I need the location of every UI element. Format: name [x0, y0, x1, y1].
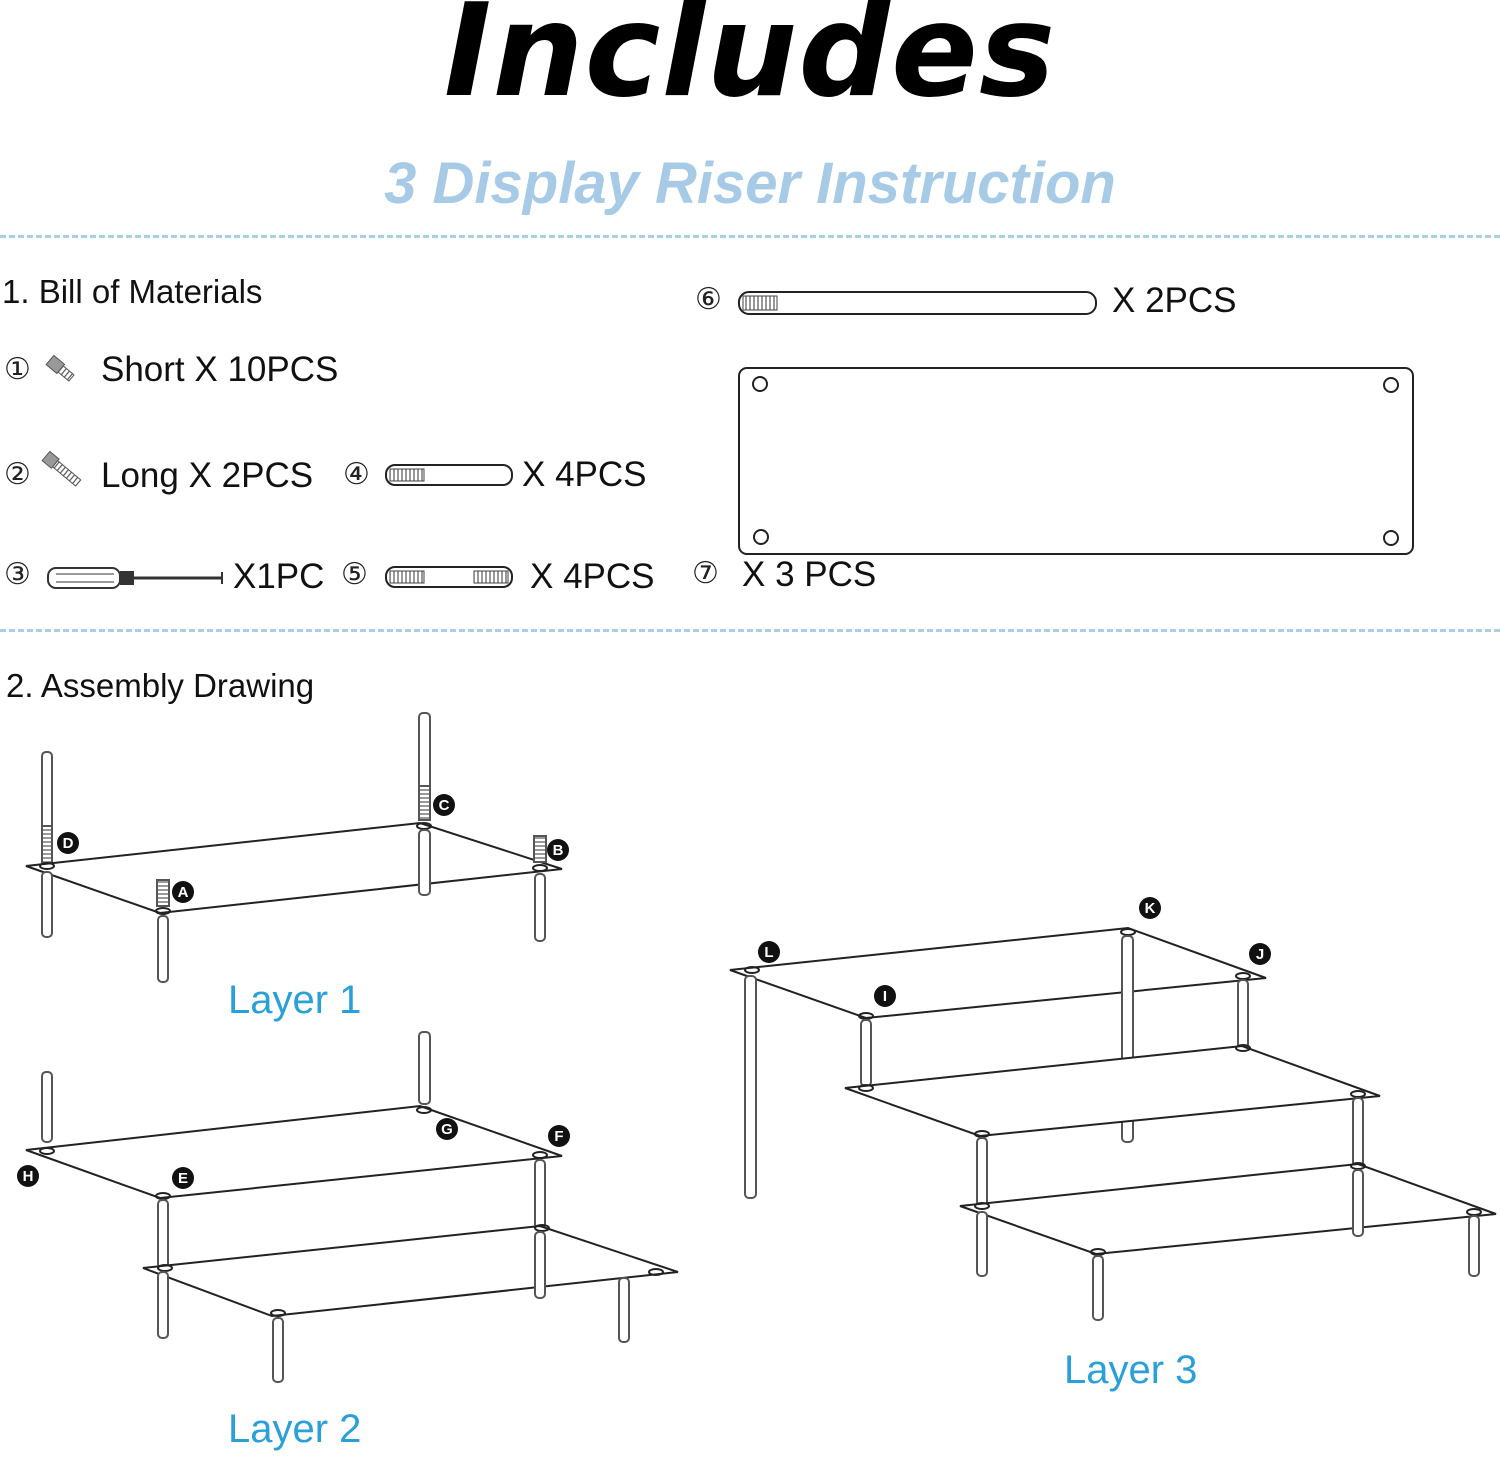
layer-1-label: Layer 1: [228, 978, 362, 1022]
standoff-double-thread-icon: [385, 566, 513, 588]
layer-2-drawing: [25, 1031, 679, 1383]
item-5-label: X 4PCS: [530, 557, 655, 596]
screwdriver-icon: [47, 567, 223, 589]
item-5-number: ⑤: [341, 557, 368, 592]
item-2-number: ②: [4, 457, 31, 492]
page-subtitle: 3 Display Riser Instruction: [384, 151, 1116, 216]
marker-badges: A B C D E F G H I J K L: [17, 794, 1271, 1189]
item-3-number: ③: [4, 557, 31, 592]
long-screw-icon: [41, 450, 82, 487]
svg-text:G: G: [441, 1121, 453, 1138]
svg-text:C: C: [439, 797, 450, 814]
layer-3-drawing: [729, 926, 1497, 1321]
page-title: Includes: [443, 0, 1057, 126]
marker-l: L: [758, 941, 780, 963]
divider-top: [0, 235, 1500, 238]
item-7-number: ⑦: [692, 556, 719, 591]
short-screw-icon: [45, 354, 75, 382]
long-rod-icon: [738, 291, 1097, 315]
svg-text:L: L: [764, 944, 773, 961]
bill-heading: 1. Bill of Materials: [2, 273, 263, 310]
item-7-label: X 3 PCS: [742, 555, 877, 594]
layer-1-drawing: [25, 712, 563, 983]
svg-text:F: F: [554, 1128, 563, 1145]
svg-text:H: H: [23, 1168, 34, 1185]
item-2-label: Long X 2PCS: [101, 456, 314, 495]
marker-f: F: [548, 1125, 570, 1147]
svg-text:I: I: [883, 988, 887, 1005]
layer-2-label: Layer 2: [228, 1407, 362, 1451]
item-6-number: ⑥: [695, 282, 722, 317]
assembly-heading: 2. Assembly Drawing: [6, 667, 315, 704]
marker-i: I: [874, 985, 896, 1007]
layer-3-label: Layer 3: [1064, 1348, 1198, 1392]
svg-text:J: J: [1256, 946, 1264, 963]
item-1-label: Short X 10PCS: [101, 350, 339, 389]
item-3-label: X1PC: [233, 557, 325, 596]
acrylic-panel-icon: [738, 367, 1414, 555]
item-4-label: X 4PCS: [522, 455, 647, 494]
marker-b: B: [547, 839, 569, 861]
standoff-single-thread-icon: [385, 464, 513, 486]
marker-a: A: [172, 881, 194, 903]
item-6-label: X 2PCS: [1112, 281, 1237, 320]
svg-text:B: B: [553, 842, 564, 859]
svg-text:K: K: [1145, 900, 1156, 917]
marker-d: D: [57, 832, 79, 854]
divider-middle: [0, 629, 1500, 632]
marker-c: C: [433, 794, 455, 816]
marker-e: E: [172, 1167, 194, 1189]
marker-j: J: [1249, 943, 1271, 965]
marker-g: G: [436, 1118, 458, 1140]
svg-text:D: D: [63, 835, 74, 852]
marker-k: K: [1139, 897, 1161, 919]
item-1-number: ①: [4, 352, 31, 387]
marker-h: H: [17, 1165, 39, 1187]
item-4-number: ④: [343, 457, 370, 492]
svg-text:A: A: [178, 884, 189, 901]
svg-text:E: E: [178, 1170, 188, 1187]
